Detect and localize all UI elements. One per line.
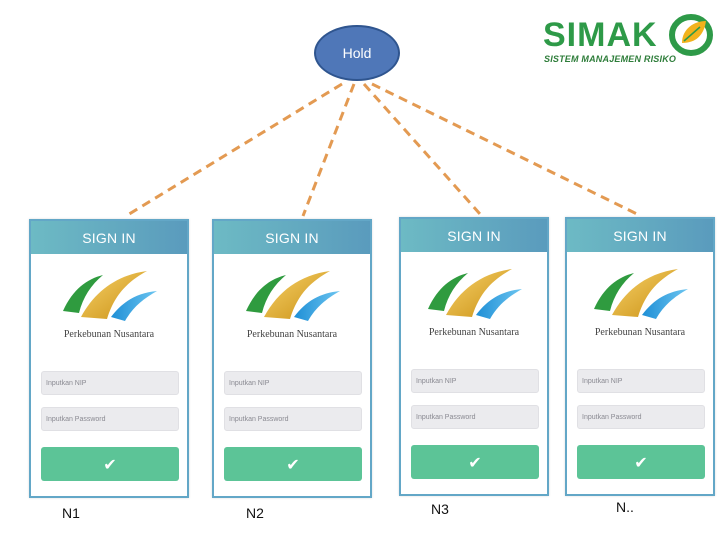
- password-input[interactable]: Inputkan Password: [411, 405, 539, 429]
- login-panel: SIGN IN Perkebunan Nusantara Inputkan N: [399, 217, 549, 496]
- hold-node-label: Hold: [342, 45, 372, 61]
- password-placeholder: Inputkan Password: [416, 413, 476, 421]
- ptpn-wave-icon: [63, 271, 157, 321]
- checkmark-icon: ✔: [286, 454, 300, 474]
- simak-logo-tagline: SISTEM MANAJEMEN RISIKO: [544, 54, 677, 64]
- password-placeholder: Inputkan Password: [46, 415, 106, 423]
- connector-line-n1: [125, 82, 343, 218]
- sign-in-title: SIGN IN: [82, 229, 136, 246]
- login-panel: SIGN IN Perkebunan Nusantara Inputkan N: [29, 219, 189, 498]
- brand-label: Perkebunan Nusantara: [246, 329, 338, 340]
- nip-placeholder: Inputkan NIP: [46, 379, 87, 387]
- nip-placeholder: Inputkan NIP: [582, 377, 623, 385]
- brand-label: Perkebunan Nusantara: [594, 327, 686, 338]
- perkebunan-nusantara-logo: Perkebunan Nusantara: [214, 267, 370, 347]
- login-panel: SIGN IN Perkebunan Nusantara Inputkan N: [565, 217, 715, 496]
- sign-in-header: SIGN IN: [31, 221, 187, 254]
- connector-line-n3: [362, 83, 482, 215]
- password-input[interactable]: Inputkan Password: [577, 405, 705, 429]
- sign-in-header: SIGN IN: [567, 219, 713, 252]
- perkebunan-nusantara-logo: Perkebunan Nusantara: [567, 265, 713, 345]
- ptpn-wave-icon: [246, 271, 340, 321]
- brand-label: Perkebunan Nusantara: [428, 327, 520, 338]
- sign-in-header: SIGN IN: [401, 219, 547, 252]
- connector-line-n4: [371, 82, 638, 216]
- checkmark-icon: ✔: [103, 454, 117, 474]
- password-placeholder: Inputkan Password: [582, 413, 642, 421]
- sign-in-button[interactable]: ✔: [577, 445, 705, 479]
- checkmark-icon: ✔: [634, 452, 648, 472]
- simak-leaf-icon: [669, 14, 713, 56]
- node-label: N..: [616, 499, 634, 515]
- node-label: N2: [246, 505, 264, 521]
- simak-logo-word: SIMAK: [543, 16, 658, 54]
- node-label: N1: [62, 505, 80, 521]
- hold-node: Hold: [314, 25, 400, 81]
- password-input[interactable]: Inputkan Password: [224, 407, 362, 431]
- password-input[interactable]: Inputkan Password: [41, 407, 179, 431]
- perkebunan-nusantara-logo: Perkebunan Nusantara: [31, 267, 187, 347]
- nip-input[interactable]: Inputkan NIP: [41, 371, 179, 395]
- simak-logo: SIMAK SISTEM MANAJEMEN RISIKO: [540, 8, 716, 70]
- brand-label: Perkebunan Nusantara: [63, 329, 155, 340]
- login-panel: SIGN IN Perkebunan Nusantara Inputkan N: [212, 219, 372, 498]
- nip-input[interactable]: Inputkan NIP: [224, 371, 362, 395]
- nip-input[interactable]: Inputkan NIP: [577, 369, 705, 393]
- sign-in-header: SIGN IN: [214, 221, 370, 254]
- ptpn-wave-icon: [428, 269, 522, 319]
- perkebunan-nusantara-logo: Perkebunan Nusantara: [401, 265, 547, 345]
- sign-in-button[interactable]: ✔: [41, 447, 179, 481]
- node-label: N3: [431, 501, 449, 517]
- sign-in-title: SIGN IN: [447, 227, 501, 244]
- checkmark-icon: ✔: [468, 452, 482, 472]
- nip-placeholder: Inputkan NIP: [229, 379, 270, 387]
- connector-line-n2: [301, 83, 356, 217]
- ptpn-wave-icon: [594, 269, 688, 319]
- sign-in-title: SIGN IN: [265, 229, 319, 246]
- nip-placeholder: Inputkan NIP: [416, 377, 457, 385]
- sign-in-title: SIGN IN: [613, 227, 667, 244]
- sign-in-button[interactable]: ✔: [224, 447, 362, 481]
- nip-input[interactable]: Inputkan NIP: [411, 369, 539, 393]
- password-placeholder: Inputkan Password: [229, 415, 289, 423]
- sign-in-button[interactable]: ✔: [411, 445, 539, 479]
